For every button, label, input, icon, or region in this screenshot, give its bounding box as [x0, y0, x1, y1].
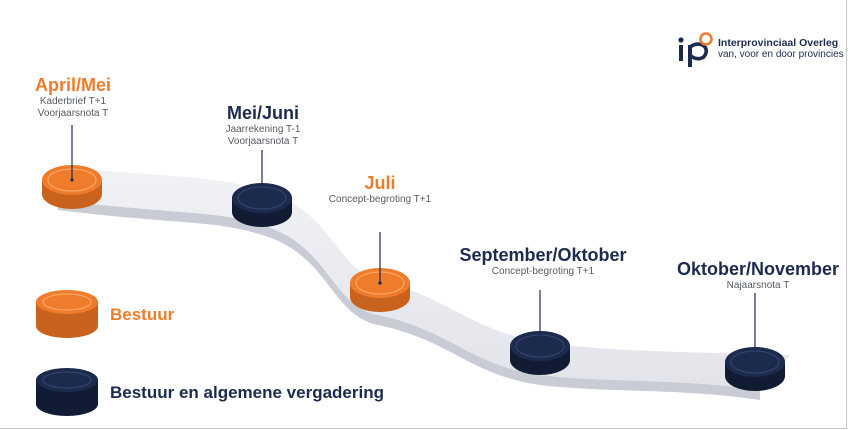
milestone-mei-juni: Mei/Juni Jaarrekening T-1 Voorjaarsnota …	[208, 102, 318, 148]
milestone-marker-2	[350, 232, 410, 312]
milestone-title: Juli	[364, 173, 396, 193]
milestone-title: Oktober/November	[676, 259, 840, 279]
milestone-title: Mei/Juni	[226, 103, 299, 123]
legend-bestuur-icon	[36, 290, 98, 338]
milestone-line: Voorjaarsnota T	[227, 136, 299, 147]
milestone-juli: Juli Concept-begroting T+1	[320, 172, 440, 206]
milestone-marker-0	[42, 125, 102, 209]
legend-algemene-vergadering-label: Bestuur en algemene vergadering	[110, 383, 384, 402]
milestone-title: April/Mei	[34, 75, 111, 95]
ipo-logo-icon	[678, 32, 713, 67]
milestone-title: September/Oktober	[459, 245, 627, 265]
milestone-line: Concept-begroting T+1	[328, 194, 432, 205]
milestone-marker-4	[725, 293, 785, 391]
legend-bestuur-label: Bestuur	[110, 305, 175, 324]
logo-text: Interprovinciaal Overleg van, voor en do…	[718, 37, 844, 61]
legend-algemene-vergadering-icon	[36, 368, 98, 416]
milestone-line: Jaarrekening T-1	[225, 124, 301, 135]
logo-name: Interprovinciaal Overleg	[718, 37, 839, 49]
milestone-marker-3	[510, 290, 570, 375]
milestone-april-mei: April/Mei Kaderbrief T+1 Voorjaarsnota T	[18, 74, 128, 120]
road-surface	[58, 167, 790, 390]
milestone-september-oktober: September/Oktober Concept-begroting T+1	[448, 244, 638, 278]
milestone-oktober-november: Oktober/November Najaarsnota T	[668, 258, 848, 292]
milestone-line: Najaarsnota T	[726, 280, 790, 291]
logo-tagline: van, voor en door provincies	[718, 49, 844, 60]
milestone-marker-1	[232, 150, 292, 227]
milestone-line: Kaderbrief T+1	[39, 96, 107, 107]
milestone-line: Voorjaarsnota T	[37, 108, 109, 119]
milestone-line: Concept-begroting T+1	[491, 266, 595, 277]
